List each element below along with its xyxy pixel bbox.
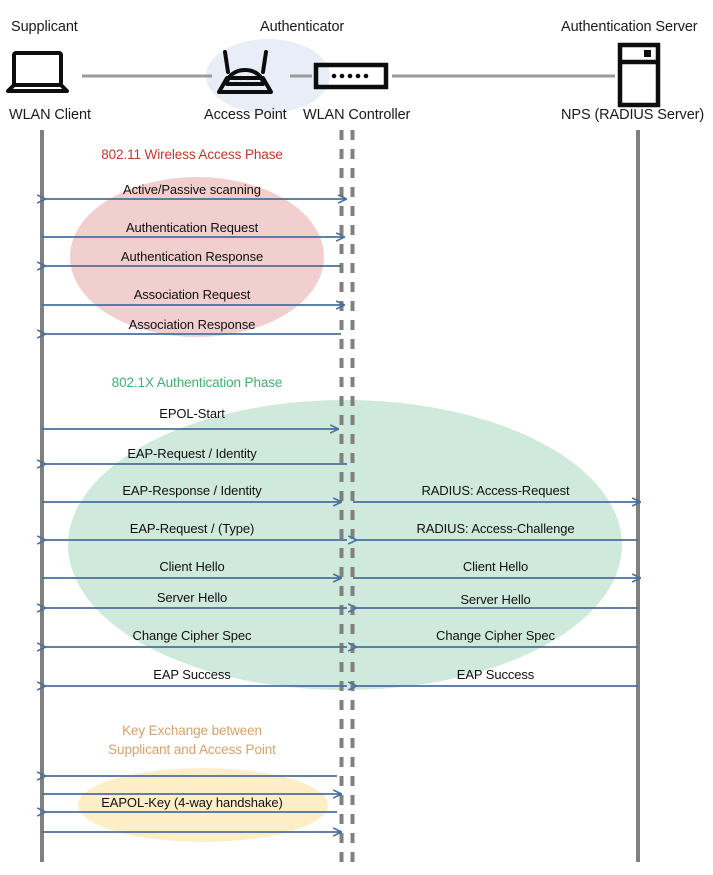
message-label-m8: EAP-Response / Identity xyxy=(122,483,262,498)
message-label-m18: EAP Success xyxy=(153,667,231,682)
access-point-icon xyxy=(217,50,273,94)
message-label-m15: Server Hello xyxy=(460,592,531,607)
message-label-m7: EAP-Request / Identity xyxy=(127,446,257,461)
phase-ellipse-wireless xyxy=(70,177,324,337)
message-label-m9: RADIUS: Access-Request xyxy=(421,483,570,498)
message-label-m6: EPOL-Start xyxy=(159,406,225,421)
message-label-m10: EAP-Request / (Type) xyxy=(129,521,255,536)
actor-role-authenticator: Authenticator xyxy=(260,19,345,35)
message-label-m17: Change Cipher Spec xyxy=(436,628,555,643)
authenticator-group-ellipse xyxy=(206,39,330,113)
actor-device-nps-radius-server: NPS (RADIUS Server) xyxy=(561,107,705,123)
laptop-icon xyxy=(6,51,69,93)
phase-label-key-exchange-line2: Supplicant and Access Point xyxy=(108,742,276,758)
message-label-m5: Association Response xyxy=(128,317,256,332)
phase-ellipse-dot1x xyxy=(68,400,622,690)
message-label-m11: RADIUS: Access-Challenge xyxy=(416,521,575,536)
message-label-m14: Server Hello xyxy=(156,590,228,605)
server-icon xyxy=(617,42,661,108)
message-label-m4: Association Request xyxy=(133,287,251,302)
actor-role-supplicant: Supplicant xyxy=(11,19,78,35)
message-label-m2: Authentication Request xyxy=(125,220,259,235)
phase-label-wireless-access: 802.11 Wireless Access Phase xyxy=(101,147,283,162)
actor-device-wlan-client: WLAN Client xyxy=(9,107,91,123)
phase-ellipse-key xyxy=(78,768,328,842)
actor-device-wlan-controller: WLAN Controller xyxy=(303,107,411,123)
phase-label-key-exchange-line1: Key Exchange between xyxy=(122,723,262,738)
message-label-m22: EAPOL-Key (4-way handshake) xyxy=(101,795,283,810)
message-label-m13: Client Hello xyxy=(462,559,529,574)
message-label-m16: Change Cipher Spec xyxy=(132,628,252,643)
wlan-controller-icon xyxy=(313,62,389,90)
actor-device-access-point: Access Point xyxy=(204,107,287,123)
phase-label-dot1x-authentication: 802.1X Authentication Phase xyxy=(111,375,283,390)
message-label-m12: Client Hello xyxy=(159,559,225,574)
message-label-m3: Authentication Response xyxy=(120,249,264,264)
actor-role-authentication-server: Authentication Server xyxy=(561,19,698,35)
message-label-m19: EAP Success xyxy=(456,667,535,682)
message-label-m1: Active/Passive scanning xyxy=(123,182,261,197)
phase-label-key-exchange: Key Exchange between Supplicant and Acce… xyxy=(42,721,342,759)
